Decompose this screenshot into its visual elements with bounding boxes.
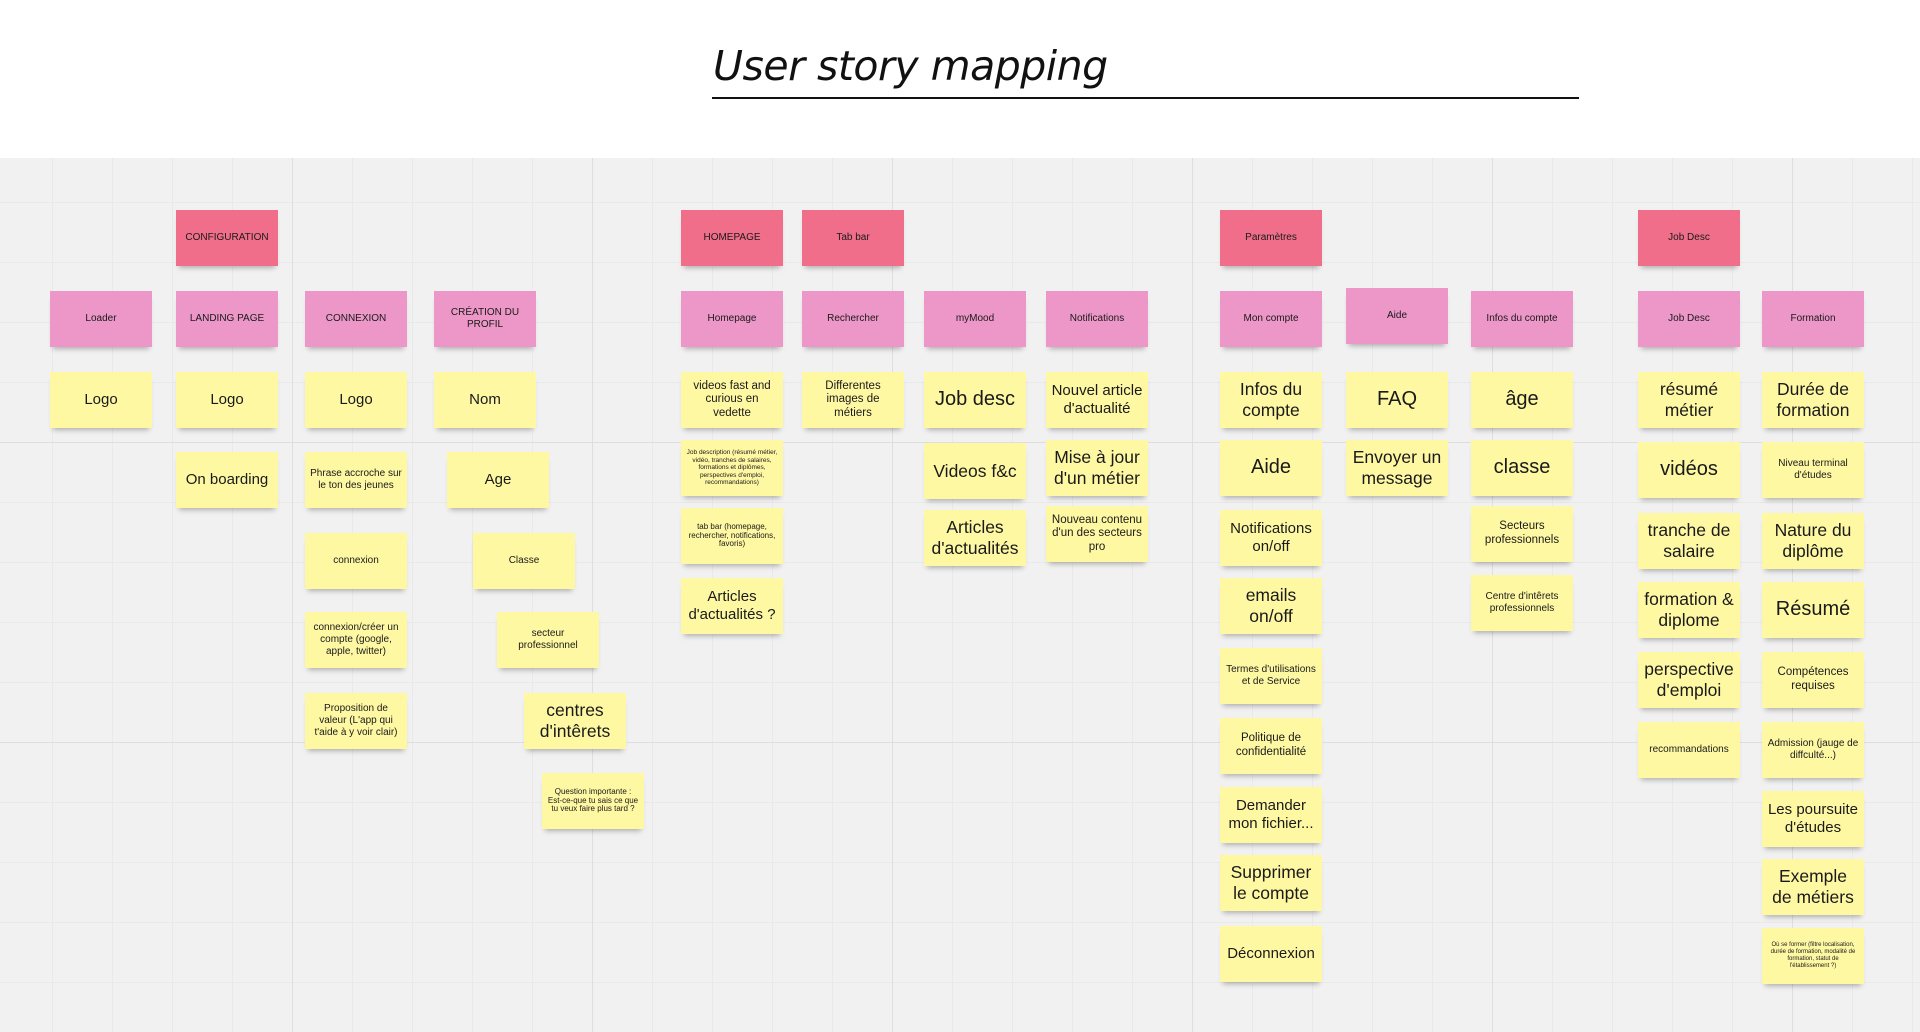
sticky-note-story[interactable]: Logo <box>50 372 152 428</box>
sticky-note-story[interactable]: Politique de confidentialité <box>1220 718 1322 774</box>
sticky-note-story[interactable]: âge <box>1471 372 1573 428</box>
whiteboard-canvas[interactable]: CONFIGURATION HOMEPAGE Tab bar Paramètre… <box>0 158 1920 1032</box>
sticky-note-story[interactable]: Demander mon fichier... <box>1220 787 1322 843</box>
sticky-note-activity-formation[interactable]: Formation <box>1762 291 1864 347</box>
sticky-note-story[interactable]: On boarding <box>176 452 278 508</box>
sticky-note-story[interactable]: Nom <box>434 372 536 428</box>
sticky-note-story[interactable]: Déconnexion <box>1220 926 1322 982</box>
sticky-note-activity-creation-profil[interactable]: CRÉATION DU PROFIL <box>434 291 536 347</box>
sticky-note-story[interactable]: Nouveau contenu d'un des secteurs pro <box>1046 506 1148 562</box>
sticky-note-story[interactable]: formation & diplome <box>1638 582 1740 638</box>
sticky-note-story[interactable]: Résumé <box>1762 582 1864 638</box>
sticky-note-activity-mon-compte[interactable]: Mon compte <box>1220 291 1322 347</box>
sticky-note-story[interactable]: tranche de salaire <box>1638 513 1740 569</box>
sticky-note-story[interactable]: perspective d'emploi <box>1638 652 1740 708</box>
sticky-note-story[interactable]: recommandations <box>1638 722 1740 778</box>
sticky-note-story[interactable]: tab bar (homepage, rechercher, notificat… <box>681 508 783 564</box>
sticky-note-activity-homepage[interactable]: Homepage <box>681 291 783 347</box>
sticky-note-story[interactable]: Supprimer le compte <box>1220 855 1322 911</box>
sticky-note-story[interactable]: Question importante : Est-ce-que tu sais… <box>542 773 644 829</box>
sticky-note-epic-homepage[interactable]: HOMEPAGE <box>681 210 783 266</box>
sticky-note-story[interactable]: connexion/créer un compte (google, apple… <box>305 612 407 668</box>
sticky-note-story[interactable]: Nouvel article d'actualité <box>1046 372 1148 428</box>
sticky-note-story[interactable]: connexion <box>305 533 407 589</box>
title-underline <box>712 97 1579 99</box>
sticky-note-epic-configuration[interactable]: CONFIGURATION <box>176 210 278 266</box>
sticky-note-story[interactable]: Phrase accroche sur le ton des jeunes <box>305 452 407 508</box>
sticky-note-story[interactable]: Aide <box>1220 440 1322 496</box>
sticky-note-story[interactable]: secteur professionnel <box>497 612 599 668</box>
sticky-note-activity-loader[interactable]: Loader <box>50 291 152 347</box>
sticky-note-story[interactable]: Videos f&c <box>924 443 1026 499</box>
sticky-note-activity-landing-page[interactable]: LANDING PAGE <box>176 291 278 347</box>
sticky-note-story[interactable]: FAQ <box>1346 372 1448 428</box>
sticky-note-story[interactable]: Proposition de valeur (L'app qui t'aide … <box>305 693 407 749</box>
sticky-note-activity-aide[interactable]: Aide <box>1346 288 1448 344</box>
sticky-note-epic-parametres[interactable]: Paramètres <box>1220 210 1322 266</box>
sticky-note-story[interactable]: Articles d'actualités ? <box>681 578 783 634</box>
sticky-note-epic-tab-bar[interactable]: Tab bar <box>802 210 904 266</box>
sticky-note-story[interactable]: Nature du diplôme <box>1762 513 1864 569</box>
sticky-note-story[interactable]: Secteurs professionnels <box>1471 506 1573 562</box>
sticky-note-story[interactable]: centres d'intêrets <box>524 693 626 749</box>
sticky-note-activity-mymood[interactable]: myMood <box>924 291 1026 347</box>
sticky-note-story[interactable]: Où se former (filtre localisation, durée… <box>1762 928 1864 984</box>
sticky-note-story[interactable]: Centre d'intêrets professionnels <box>1471 575 1573 631</box>
sticky-note-story[interactable]: Logo <box>305 372 407 428</box>
sticky-note-story[interactable]: videos fast and curious en vedette <box>681 372 783 428</box>
sticky-note-story[interactable]: Notifications on/off <box>1220 510 1322 566</box>
sticky-note-story[interactable]: Exemple de métiers <box>1762 859 1864 915</box>
sticky-note-story[interactable]: emails on/off <box>1220 578 1322 634</box>
sticky-note-story[interactable]: Niveau terminal d'études <box>1762 442 1864 498</box>
sticky-note-story[interactable]: Age <box>447 452 549 508</box>
sticky-note-story[interactable]: Termes d'utilisations et de Service <box>1220 648 1322 704</box>
sticky-note-activity-infos-du-compte[interactable]: Infos du compte <box>1471 291 1573 347</box>
sticky-note-story[interactable]: Compétences requises <box>1762 652 1864 708</box>
sticky-note-story[interactable]: Differentes images de métiers <box>802 372 904 428</box>
sticky-note-story[interactable]: Mise à jour d'un métier <box>1046 440 1148 496</box>
sticky-note-story[interactable]: Admission (jauge de diffculté...) <box>1762 722 1864 778</box>
sticky-note-story[interactable]: Job description (résumé métier, vidéo, t… <box>681 440 783 496</box>
header: User story mapping <box>0 0 1920 158</box>
sticky-note-activity-rechercher[interactable]: Rechercher <box>802 291 904 347</box>
sticky-note-story[interactable]: Logo <box>176 372 278 428</box>
sticky-note-story[interactable]: Envoyer un message <box>1346 440 1448 496</box>
sticky-note-story[interactable]: Articles d'actualités <box>924 510 1026 566</box>
sticky-note-activity-connexion[interactable]: CONNEXION <box>305 291 407 347</box>
page-title: User story mapping <box>713 42 1108 90</box>
sticky-note-story[interactable]: Les poursuite d'études <box>1762 791 1864 847</box>
sticky-note-activity-notifications[interactable]: Notifications <box>1046 291 1148 347</box>
sticky-note-story[interactable]: Classe <box>473 533 575 589</box>
sticky-note-story[interactable]: classe <box>1471 440 1573 496</box>
sticky-note-story[interactable]: Durée de formation <box>1762 372 1864 428</box>
sticky-note-epic-job-desc[interactable]: Job Desc <box>1638 210 1740 266</box>
sticky-note-story[interactable]: Job desc <box>924 372 1026 428</box>
sticky-note-activity-job-desc[interactable]: Job Desc <box>1638 291 1740 347</box>
sticky-note-story[interactable]: Infos du compte <box>1220 372 1322 428</box>
sticky-note-story[interactable]: vidéos <box>1638 442 1740 498</box>
sticky-note-story[interactable]: résumé métier <box>1638 372 1740 428</box>
